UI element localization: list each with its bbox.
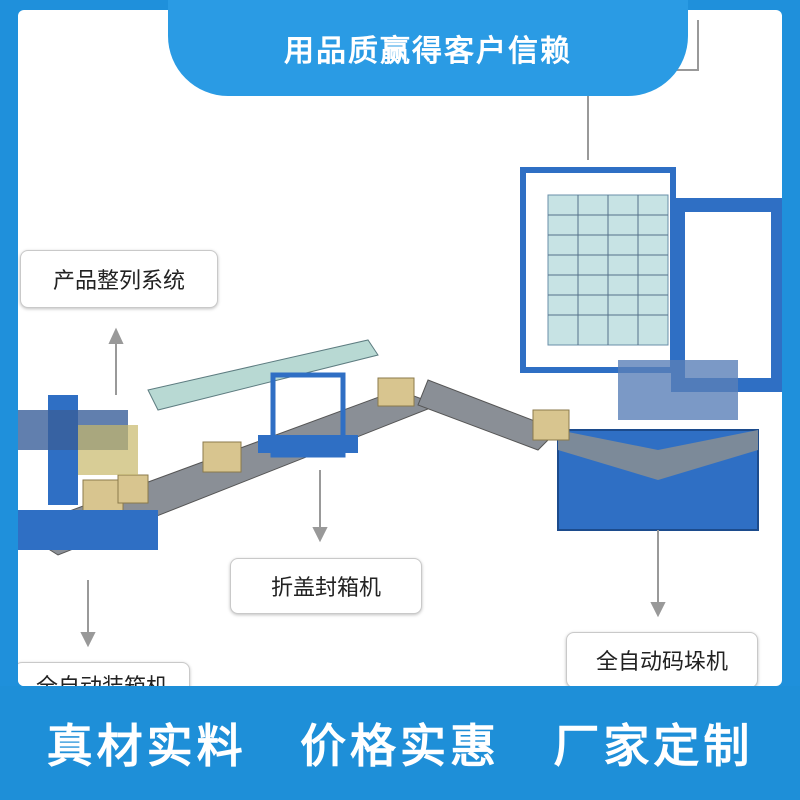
label-sealer-text: 折盖封箱机 <box>270 576 381 601</box>
label-palletizer: 全自动码垛机 <box>566 632 758 686</box>
palletizer-machine <box>520 167 782 531</box>
slogan-quality-materials: 真材实料 <box>46 719 247 773</box>
label-sealer: 折盖封箱机 <box>230 558 422 614</box>
top-banner: 用品质赢得客户信赖 <box>168 0 688 96</box>
label-arrange-system-text: 产品整列系统 <box>52 269 185 294</box>
illustration-canvas: 产品整列系统 折盖封箱机 全自动码垛机 全自动装箱机 <box>18 10 782 686</box>
label-palletizer-text: 全自动码垛机 <box>595 650 728 675</box>
label-case-packer-text: 全自动装箱机 <box>36 669 168 686</box>
sealer-machine <box>258 372 358 458</box>
label-arrange-system: 产品整列系统 <box>20 250 218 308</box>
label-case-packer: 全自动装箱机 <box>18 662 190 686</box>
slogan-factory-custom: 厂家定制 <box>553 719 754 773</box>
case-packer-machine <box>18 395 158 550</box>
banner-title: 用品质赢得客户信赖 <box>284 34 572 69</box>
footer-slogans: 真材实料 价格实惠 厂家定制 <box>0 686 800 800</box>
production-line-illustration <box>18 20 782 648</box>
slogan-fair-price: 价格实惠 <box>299 719 500 773</box>
